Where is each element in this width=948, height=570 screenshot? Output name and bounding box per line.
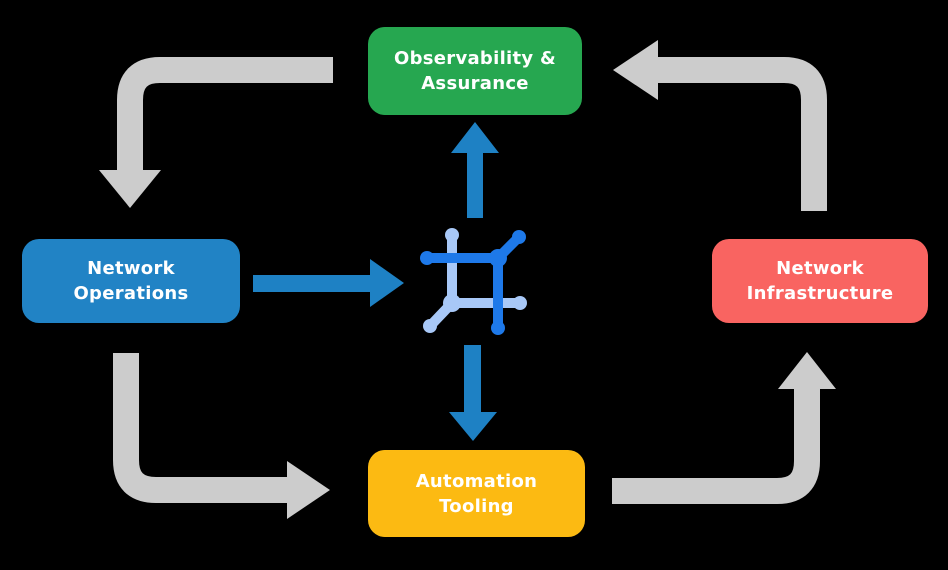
node-label-line: Assurance: [421, 73, 529, 94]
arrow-operations-to-center: [253, 259, 404, 307]
node-network-operations: Network Operations: [22, 239, 240, 323]
node-label-line: Infrastructure: [746, 283, 894, 304]
node-label-line: Network: [776, 258, 864, 279]
node-label-line: Automation: [415, 470, 538, 492]
node-label-line: Network: [87, 258, 175, 279]
arrow-center-to-observability: [451, 122, 499, 218]
arrow-automation-to-infrastructure: [612, 352, 836, 504]
node-label-line: Observability &: [393, 48, 557, 69]
network-mesh-icon: [420, 228, 527, 335]
arrow-center-to-automation: [449, 345, 497, 441]
node-network-infrastructure: Network Infrastructure: [712, 239, 928, 323]
node-observability-assurance: Observability & Assurance: [368, 27, 582, 115]
node-label-line: Tooling: [439, 495, 514, 517]
arrow-operations-to-automation: [113, 353, 330, 519]
node-automation-tooling: Automation Tooling: [368, 450, 585, 537]
node-label-line: Operations: [73, 283, 189, 304]
arrow-observability-to-operations: [99, 57, 333, 208]
arrow-infrastructure-to-observability: [613, 40, 827, 211]
